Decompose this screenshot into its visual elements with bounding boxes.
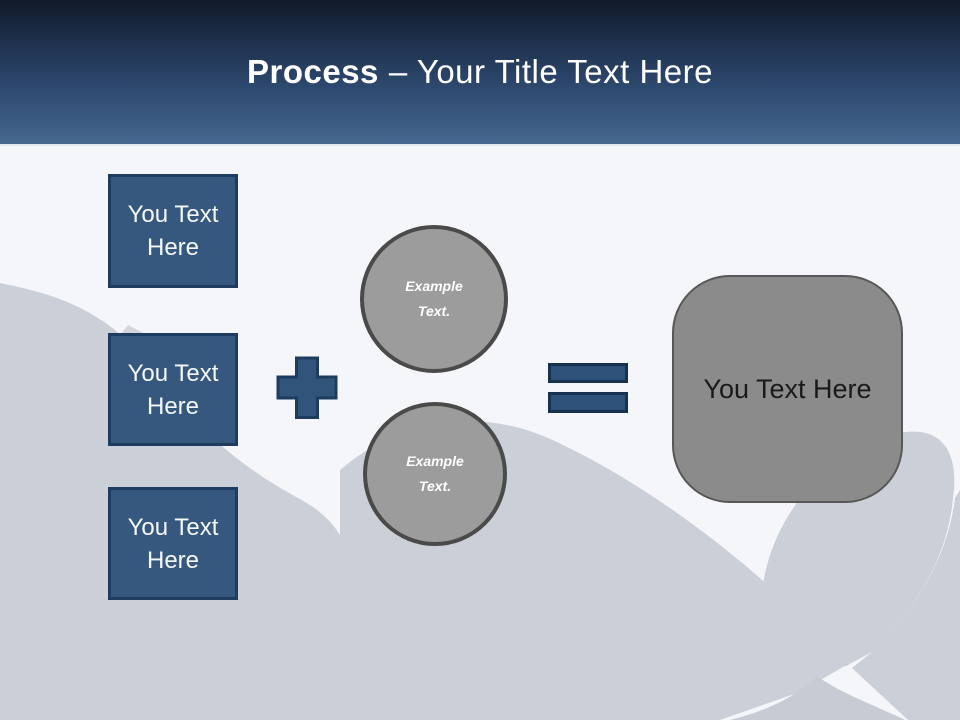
input-box-1-line-2: Here bbox=[146, 234, 200, 261]
title-band: Process – Your Title Text Here bbox=[0, 0, 960, 146]
equals-icon bbox=[548, 392, 628, 413]
input-box-1[interactable]: You Text Here bbox=[108, 174, 238, 288]
page-title-rest: – Your Title Text Here bbox=[388, 53, 714, 90]
silhouette-lower-shoe bbox=[730, 676, 905, 720]
result-box[interactable]: You Text Here bbox=[672, 275, 903, 503]
example-circle-2-line-1: Example bbox=[406, 453, 464, 469]
input-box-3-line-1: You Text bbox=[127, 513, 219, 541]
example-circle-2-line-2: Text. bbox=[418, 478, 452, 494]
example-circle-1-line-2: Text. bbox=[417, 303, 451, 319]
equals-icon bbox=[548, 363, 628, 383]
example-circle-1-line-1: Example bbox=[405, 278, 463, 294]
input-box-2-line-1: You Text bbox=[127, 359, 219, 387]
input-box-3-line-2: Here bbox=[146, 546, 200, 574]
silhouette-right-corner bbox=[852, 490, 960, 720]
page-title-emphasis: Process bbox=[246, 53, 379, 90]
input-box-3[interactable]: You Text Here bbox=[108, 487, 238, 600]
input-box-1-line-1: You Text bbox=[127, 201, 219, 228]
plus-icon bbox=[275, 356, 340, 421]
input-box-2-line-2: Here bbox=[146, 392, 200, 420]
result-box-label: You Text Here bbox=[703, 373, 872, 404]
example-circle-2[interactable]: Example Text. bbox=[363, 402, 507, 546]
example-circle-1[interactable]: Example Text. bbox=[360, 225, 508, 373]
input-box-2[interactable]: You Text Here bbox=[108, 333, 238, 446]
